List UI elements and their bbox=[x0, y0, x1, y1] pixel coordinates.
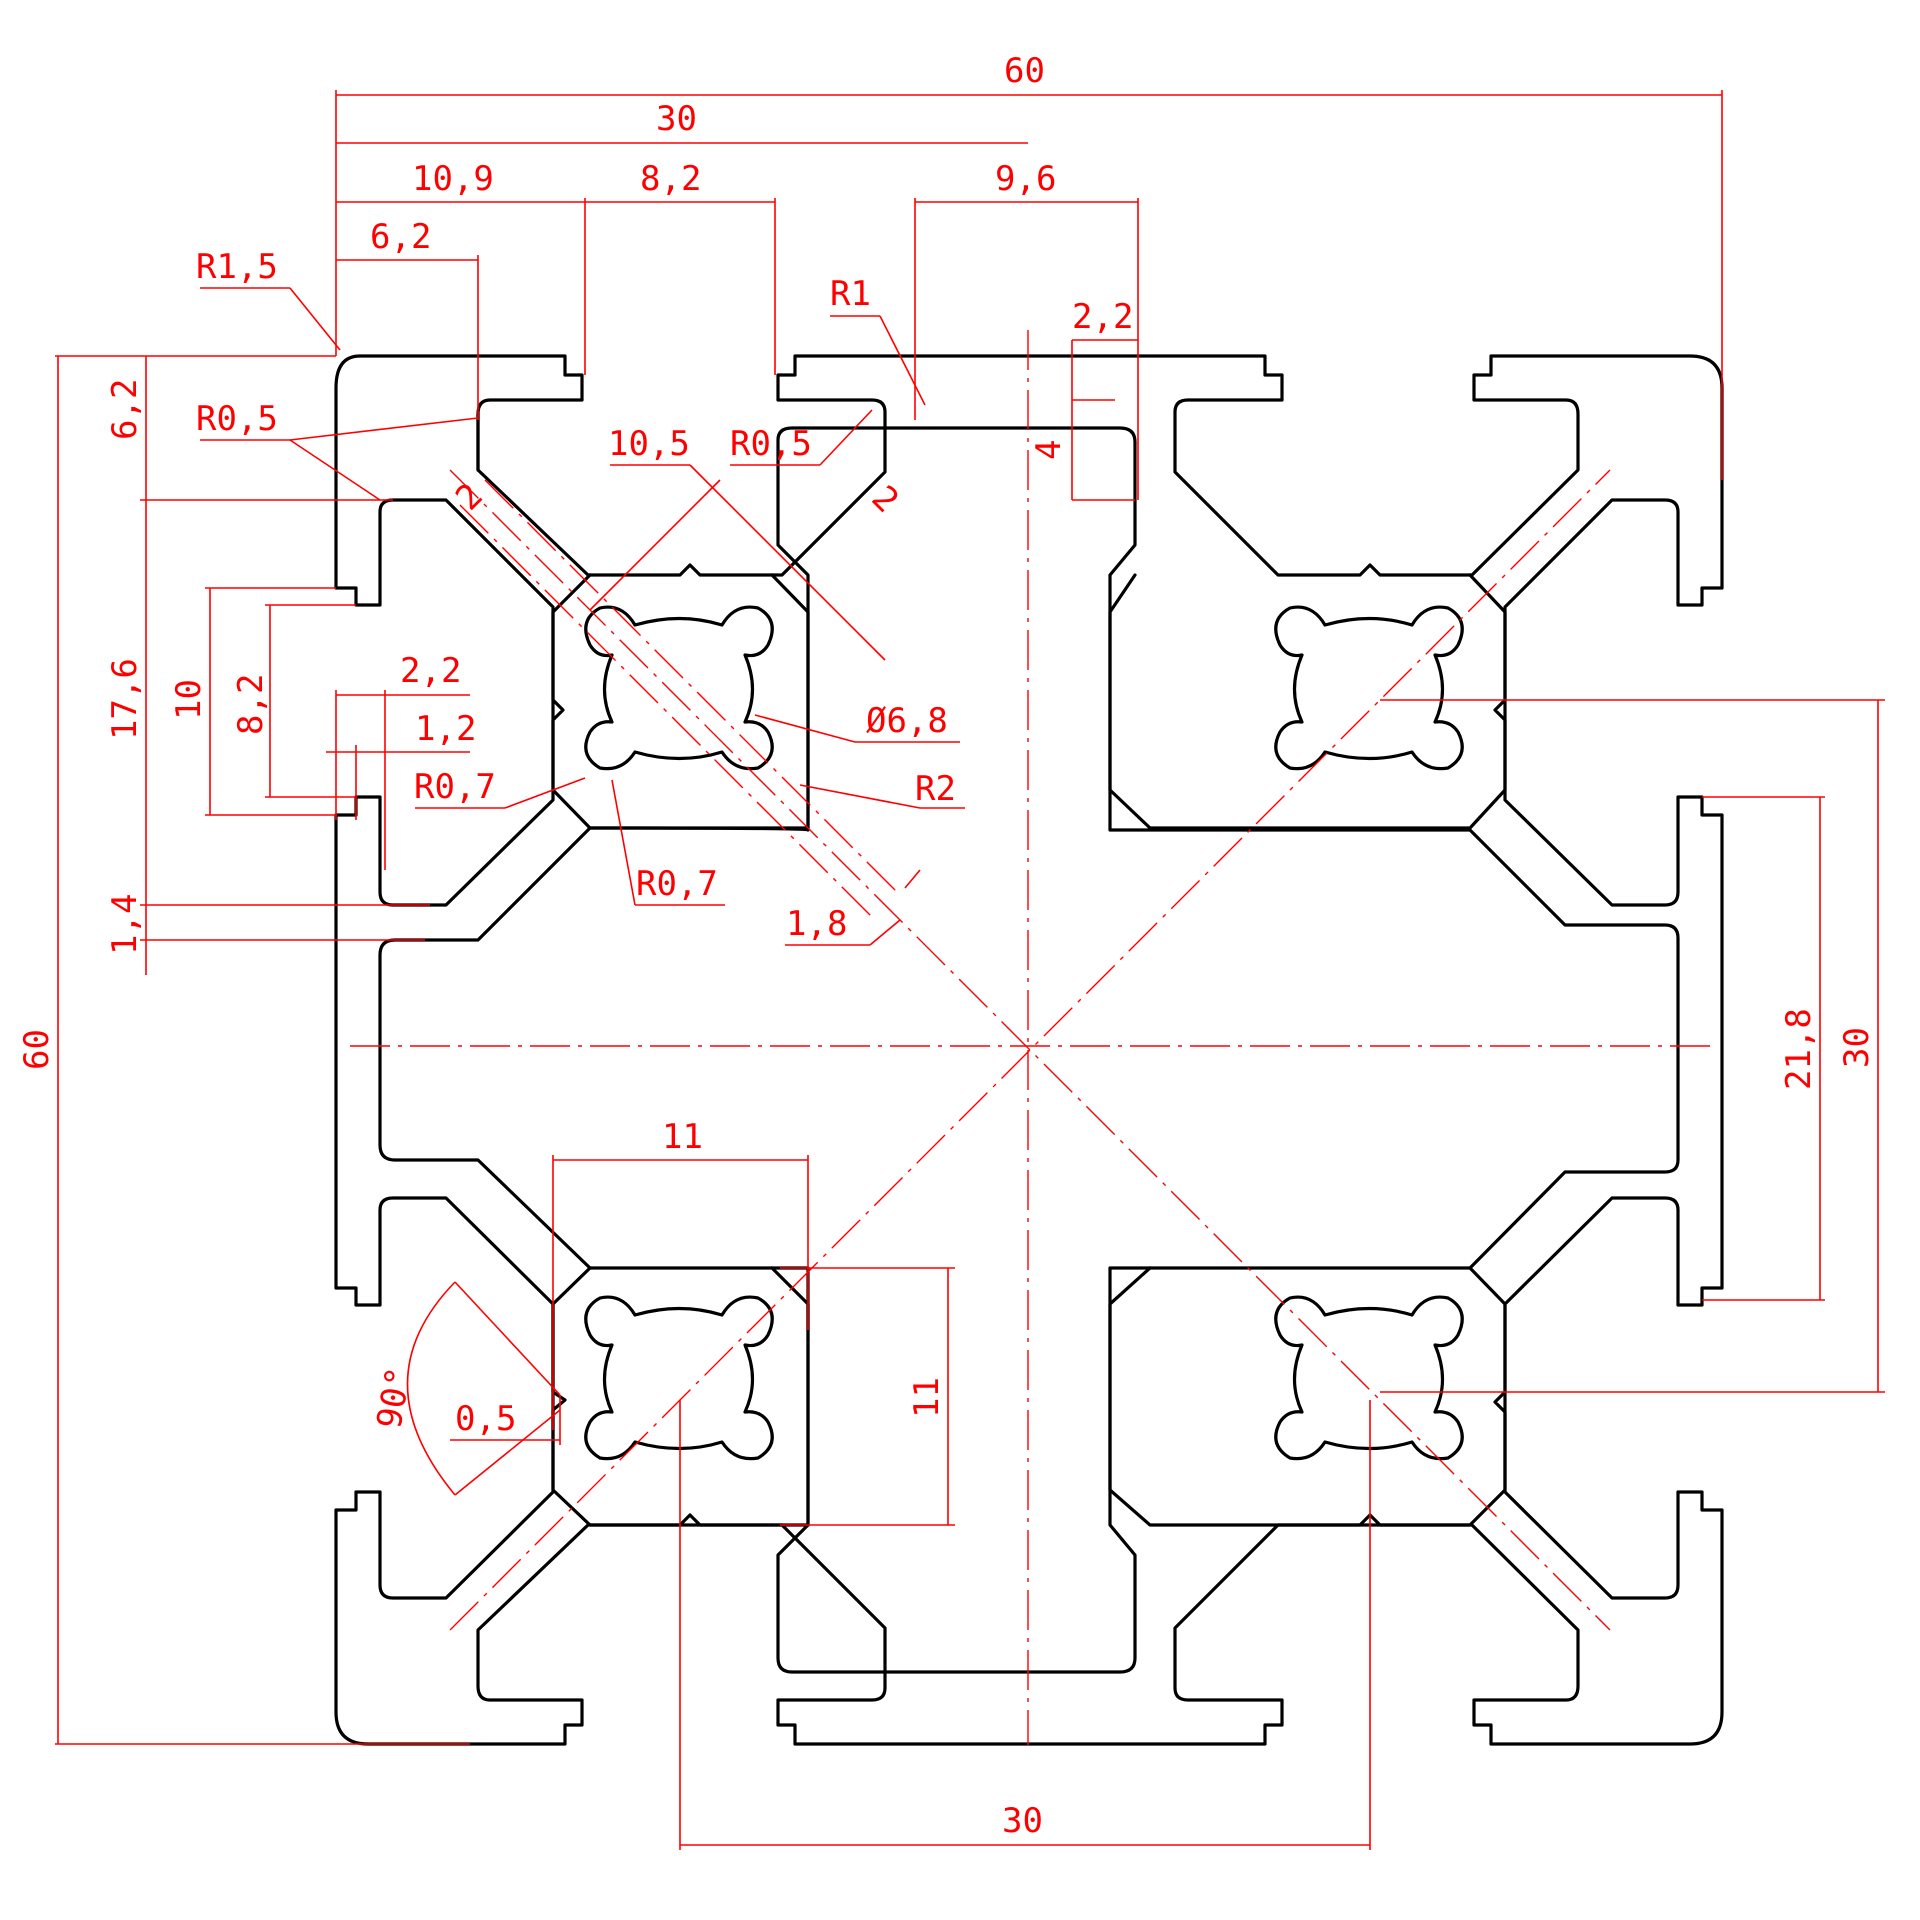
profile-outline bbox=[334, 354, 1724, 1746]
label-left-2-2: 2,2 bbox=[400, 651, 461, 691]
label-dim-10-5: 10,5 bbox=[608, 424, 690, 464]
label-radius-r2: R2 bbox=[915, 769, 956, 809]
dimension-lines bbox=[55, 90, 1885, 1850]
pocket-top-right bbox=[1108, 573, 1507, 830]
label-left-6-2: 6,2 bbox=[105, 379, 145, 440]
leader-1-8-b bbox=[869, 919, 901, 946]
leader-r2 bbox=[799, 784, 921, 809]
label-web-1-8: 1,8 bbox=[786, 904, 847, 944]
dimension-labels: 60 30 10,9 8,2 9,6 6,2 R1,5 2,2 R1 4 R0,… bbox=[17, 51, 1877, 1841]
leader-r0-5-top-b bbox=[819, 409, 873, 466]
leader-r0-7-a-b bbox=[504, 777, 586, 809]
label-left-17-6: 17,6 bbox=[105, 658, 145, 740]
label-radius-r1: R1 bbox=[830, 274, 871, 314]
label-left-to-slot: 10,9 bbox=[412, 159, 494, 199]
leader-diam bbox=[754, 714, 856, 743]
bore-bottom-left bbox=[584, 1295, 774, 1461]
label-corner-radius: R1,5 bbox=[196, 247, 278, 287]
label-radius-r0-5-top: R0,5 bbox=[730, 424, 812, 464]
label-right-21-8: 21,8 bbox=[1779, 1008, 1819, 1090]
pocket-bottom-right bbox=[1108, 1266, 1507, 1527]
label-lip-depth-top: 2,2 bbox=[1072, 297, 1133, 337]
label-slot-opening-top: 8,2 bbox=[640, 159, 701, 199]
label-bottom-11-vertical: 11 bbox=[907, 1377, 947, 1418]
center-cavity bbox=[378, 426, 1680, 1674]
label-bottom-30: 30 bbox=[1002, 1801, 1043, 1841]
label-radius-r0-5-left: R0,5 bbox=[196, 399, 278, 439]
leader-r1-b bbox=[879, 315, 926, 406]
label-dim-2-b: 2 bbox=[864, 478, 907, 521]
leader-10-5-b bbox=[689, 464, 886, 661]
center-line-diagonal-2 bbox=[449, 469, 1611, 1631]
label-radius-r0-7-a: R0,7 bbox=[414, 767, 496, 807]
label-left-10: 10 bbox=[169, 679, 209, 720]
angle-ray-1 bbox=[454, 1281, 561, 1396]
label-left-1-4: 1,4 bbox=[105, 894, 145, 955]
leader-r0-5-left-c bbox=[289, 439, 381, 501]
leader-r0-5-left-b bbox=[289, 417, 479, 441]
bore-bottom-right bbox=[1274, 1295, 1464, 1461]
label-overall-width: 60 bbox=[1004, 51, 1045, 91]
center-line-diagonal-1 bbox=[449, 469, 1611, 1631]
arc-90 bbox=[406, 1281, 456, 1496]
center-lines bbox=[350, 330, 1710, 1745]
label-dim-2-a: 2 bbox=[448, 476, 491, 519]
label-half-width-top: 30 bbox=[656, 99, 697, 139]
angle-ray-2 bbox=[454, 1409, 561, 1496]
web-line-tl-2 bbox=[459, 504, 876, 921]
leader-r1-5-b bbox=[289, 287, 341, 351]
label-slot-right-top: 9,6 bbox=[995, 159, 1056, 199]
label-left-8-2: 8,2 bbox=[231, 674, 271, 735]
label-offset-0-5: 0,5 bbox=[455, 1399, 516, 1439]
bore-top-right bbox=[1274, 605, 1464, 771]
leader-10-5-c bbox=[589, 479, 721, 611]
bore-top-left bbox=[584, 605, 774, 771]
label-bore-diameter: Ø6,8 bbox=[866, 701, 948, 741]
web-line-tl-1 bbox=[484, 479, 901, 896]
label-depth-4: 4 bbox=[1029, 440, 1069, 460]
dim-1-8-tick bbox=[904, 869, 921, 889]
outer-contour bbox=[334, 354, 1724, 1746]
pocket-top-left bbox=[551, 573, 810, 830]
label-radius-r0-7-b: R0,7 bbox=[636, 864, 718, 904]
label-lip-width-top: 6,2 bbox=[370, 217, 431, 257]
label-left-1-2: 1,2 bbox=[415, 709, 476, 749]
label-bottom-11-horizontal: 11 bbox=[662, 1117, 703, 1157]
label-overall-height: 60 bbox=[17, 1029, 57, 1070]
label-right-30: 30 bbox=[1837, 1027, 1877, 1068]
leader-r0-7-b-b bbox=[611, 779, 636, 906]
label-angle-90: 90° bbox=[369, 1364, 419, 1431]
